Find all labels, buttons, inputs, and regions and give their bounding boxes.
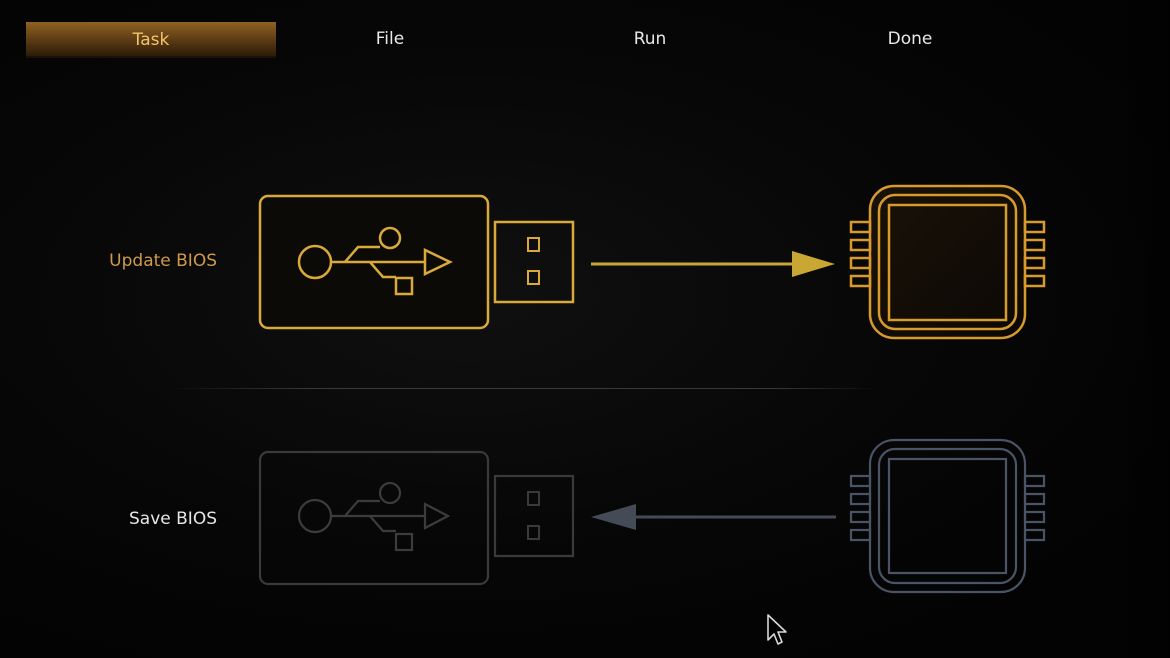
update-bios-option[interactable]: Update BIOS: [109, 251, 217, 271]
tab-file[interactable]: File: [375, 29, 405, 49]
usb-symbol-icon: [297, 226, 453, 296]
section-divider: [168, 388, 878, 389]
arrow-right-icon: [591, 251, 835, 277]
usb-symbol-icon: [297, 481, 451, 552]
tab-done[interactable]: Done: [887, 29, 933, 49]
mouse-cursor-icon: [767, 614, 787, 645]
usb-drive-icon[interactable]: [258, 450, 575, 586]
arrow-left-icon: [591, 504, 836, 530]
save-bios-option[interactable]: Save BIOS: [129, 509, 217, 529]
top-navigation: Task File Run Done: [0, 0, 1170, 70]
bios-chip-icon[interactable]: [849, 184, 1046, 340]
bios-chip-icon[interactable]: [849, 438, 1046, 594]
tab-task[interactable]: Task: [26, 22, 276, 58]
tab-run[interactable]: Run: [633, 29, 667, 49]
